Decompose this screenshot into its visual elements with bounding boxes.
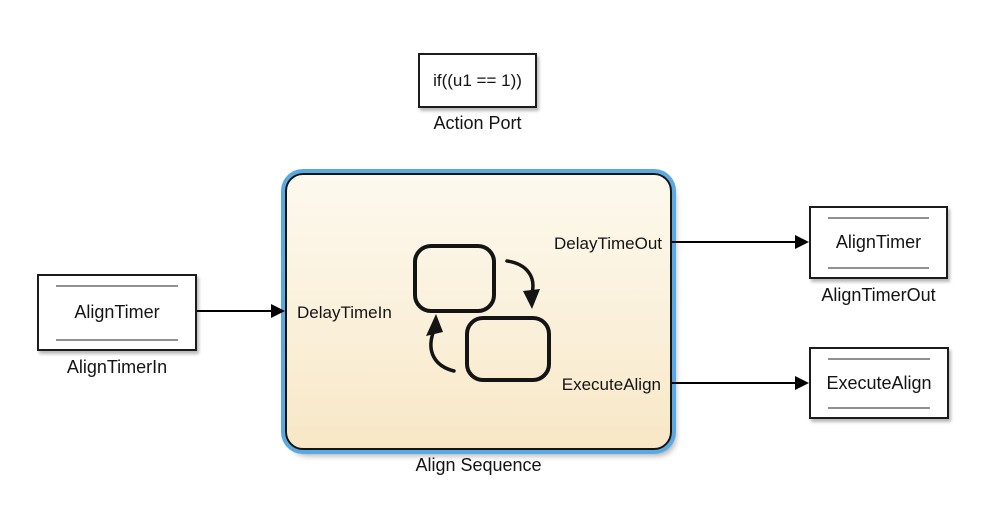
inport-block-text: AlignTimer [74, 302, 160, 322]
action-port-expression: if((u1 == 1)) [433, 70, 522, 90]
outport-top-block-label[interactable]: AlignTimerOut [821, 285, 936, 305]
action-port-block[interactable]: if((u1 == 1)) [418, 53, 537, 108]
action-port-label[interactable]: Action Port [433, 113, 522, 133]
block-top-stripe [828, 217, 929, 219]
outport-top-block-text: AlignTimer [835, 232, 922, 252]
block-bottom-stripe [56, 339, 178, 341]
chart-output-port-top-label: DelayTimeOut [553, 234, 662, 253]
block-bottom-stripe [828, 267, 929, 269]
inport-block-aligntimer[interactable]: AlignTimer [37, 274, 197, 351]
chart-name-label[interactable]: Align Sequence [415, 455, 542, 475]
outport-block-executealign[interactable]: ExecuteAlign [809, 347, 949, 419]
block-bottom-stripe [828, 407, 930, 409]
chart-output-port-bottom-label: ExecuteAlign [561, 375, 661, 394]
wire-chart-to-aligntimerout[interactable] [672, 235, 809, 249]
outport-bottom-block-text: ExecuteAlign [826, 372, 932, 393]
stateflow-two-state-cycle-icon [413, 244, 551, 382]
inport-block-label[interactable]: AlignTimerIn [66, 357, 168, 377]
block-top-stripe [828, 358, 930, 360]
wire-chart-to-executealign[interactable] [672, 376, 809, 390]
outport-block-aligntimer[interactable]: AlignTimer [809, 206, 948, 279]
block-top-stripe [56, 285, 178, 287]
stateflow-chart-block[interactable]: DelayTimeIn DelayTimeOut ExecuteAlign [285, 173, 672, 450]
wire-inport-to-chart[interactable] [197, 304, 285, 318]
chart-input-port-label: DelayTimeIn [297, 303, 392, 322]
